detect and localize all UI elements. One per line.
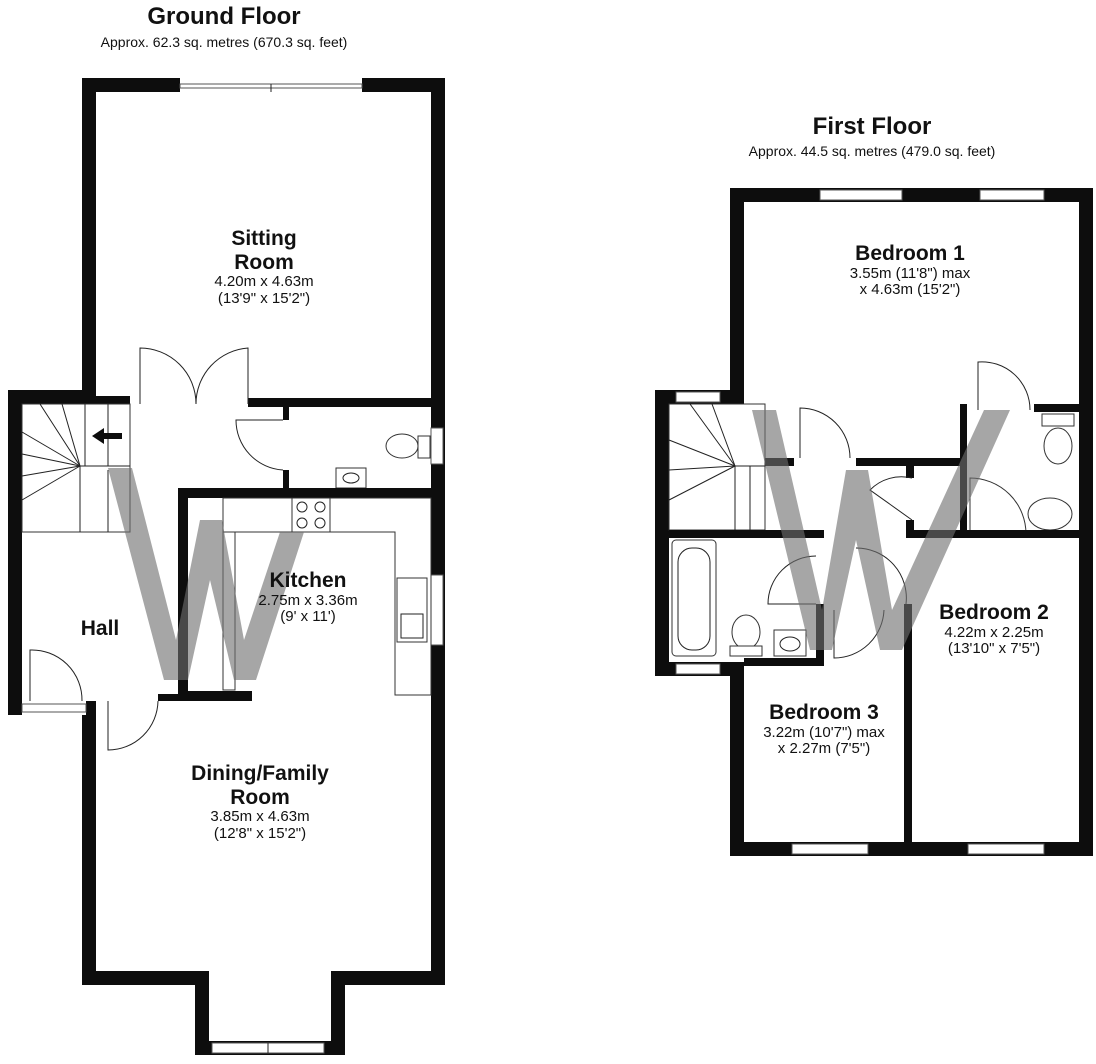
stair-arrow-icon — [92, 428, 122, 444]
bathroom-basin-bowl — [779, 636, 801, 652]
dining-door-swing — [107, 700, 159, 751]
bathroom-basin — [773, 629, 807, 657]
kitchen-name: Kitchen — [269, 569, 347, 592]
kitchen-top-wall — [178, 488, 431, 498]
bedroom-1-dimensions-2: x 4.63m (15'2") — [859, 281, 961, 299]
bedroom-2-name: Bedroom 2 — [939, 601, 1049, 624]
kitchen-left-wall — [178, 488, 188, 698]
sitting-room-partition-right — [248, 398, 431, 407]
hob-ring-1 — [296, 501, 308, 513]
sitting-room-label: Sitting Room 4.20m x 4.63m (13'9" x 15'2… — [150, 227, 378, 308]
front-door-swing — [29, 649, 83, 702]
kitchen-dimensions: 2.75m x 3.36m — [258, 591, 358, 609]
bedroom-3-name: Bedroom 3 — [769, 701, 879, 724]
landing-window — [675, 391, 721, 403]
en-suite-basin — [1027, 497, 1073, 531]
wc-cistern — [417, 435, 431, 459]
kitchen-dimensions-imperial: (9' x 11') — [280, 608, 336, 626]
en-suite-toilet — [1043, 427, 1073, 465]
wc-window — [430, 427, 444, 465]
en-suite-door-swing — [977, 361, 1031, 411]
bedroom-1-door-swing — [799, 407, 851, 459]
wc-basin — [335, 467, 367, 489]
bedroom-3-dimensions: 3.22m (10'7") max — [763, 723, 885, 741]
dining-room-name-1: Dining/Family — [191, 762, 329, 785]
dining-room-label: Dining/Family Room 3.85m x 4.63m (12'8" … — [146, 762, 374, 843]
sitting-room-dimensions: 4.20m x 4.63m — [214, 273, 314, 291]
wc-door-swing — [235, 419, 284, 471]
bathroom-top-wall — [669, 530, 824, 538]
bedroom-2-top-wall — [906, 530, 1079, 538]
ground-floor-title: Ground Floor — [147, 3, 301, 30]
sitting-door-right — [195, 347, 249, 405]
bedroom-2-label: Bedroom 2 4.22m x 2.25m (13'10" x 7'5") — [914, 601, 1074, 658]
bath — [671, 539, 717, 657]
watermark-logo-icon — [108, 410, 1010, 680]
bedroom-1-name: Bedroom 1 — [855, 242, 965, 265]
bath-inner — [677, 547, 711, 651]
sitting-room-name-1: Sitting — [231, 227, 297, 250]
hob-ring-4 — [314, 517, 326, 529]
hob-ring-2 — [314, 501, 326, 513]
kitchen-window — [430, 574, 444, 646]
kitchen-worktop — [222, 497, 432, 696]
front-door-sill — [21, 703, 87, 713]
kitchen-label: Kitchen 2.75m x 3.36m (9' x 11') — [220, 569, 396, 626]
en-suite-cistern — [1041, 413, 1075, 427]
bathroom-cistern — [729, 645, 763, 657]
sitting-room-name-2: Room — [234, 250, 294, 274]
kitchen-sink — [396, 577, 428, 643]
sitting-door-left — [139, 347, 197, 405]
bedroom-2-dimensions-imperial: (13'10" x 7'5") — [947, 640, 1041, 658]
bedroom-2-window — [967, 843, 1045, 855]
kitchen-hob — [291, 497, 331, 533]
kitchen-sink-bowl — [400, 613, 424, 639]
bedroom-1-label: Bedroom 1 3.55m (11'8") max x 4.63m (15'… — [780, 242, 1040, 299]
sitting-room-dimensions-imperial: (13'9" x 15'2") — [217, 289, 311, 307]
first-stair-treads — [668, 403, 765, 530]
ground-floor-area: Approx. 62.3 sq. metres (670.3 sq. feet) — [100, 34, 348, 50]
sitting-room-partition-left — [96, 396, 130, 406]
bedroom-3-label: Bedroom 3 3.22m (10'7") max x 2.27m (7'5… — [746, 701, 902, 758]
first-floor-title: First Floor — [812, 113, 932, 140]
cupboard-wall-stub — [906, 464, 914, 478]
dining-room-name-2: Room — [230, 785, 290, 809]
first-floor-area: Approx. 44.5 sq. metres (479.0 sq. feet) — [748, 143, 996, 159]
bedroom-1-window-left — [819, 189, 903, 201]
bedroom-3-dimensions-2: x 2.27m (7'5") — [777, 740, 871, 758]
en-suite-top-wall — [1034, 404, 1079, 412]
bedroom-divider-wall — [904, 604, 912, 842]
wc-toilet — [385, 433, 419, 459]
cupboard-wall-stub-lower — [906, 520, 914, 534]
bedroom-1-dimensions: 3.55m (11'8") max — [849, 264, 971, 282]
hall-name: Hall — [80, 617, 120, 640]
wc-wall-stub — [283, 404, 289, 420]
dining-room-dimensions: 3.85m x 4.63m — [210, 808, 310, 826]
wc-basin-bowl — [342, 472, 360, 484]
wc-wall-stub-lower — [283, 470, 289, 488]
kitchen-lower-wall — [178, 691, 252, 701]
bedroom-3-window — [791, 843, 869, 855]
bathroom-window — [675, 663, 721, 675]
dining-door-jamb — [158, 694, 178, 701]
bedroom-2-dimensions: 4.22m x 2.25m — [944, 623, 1044, 641]
bedroom-1-bottom-right — [856, 458, 962, 466]
bedroom-1-window-right — [979, 189, 1045, 201]
hob-ring-3 — [296, 517, 308, 529]
bathroom-bottom-wall — [744, 658, 824, 666]
dining-room-dimensions-imperial: (12'8" x 15'2") — [213, 824, 307, 842]
bathroom-toilet — [731, 614, 761, 650]
ground-stair-treads — [21, 403, 130, 532]
